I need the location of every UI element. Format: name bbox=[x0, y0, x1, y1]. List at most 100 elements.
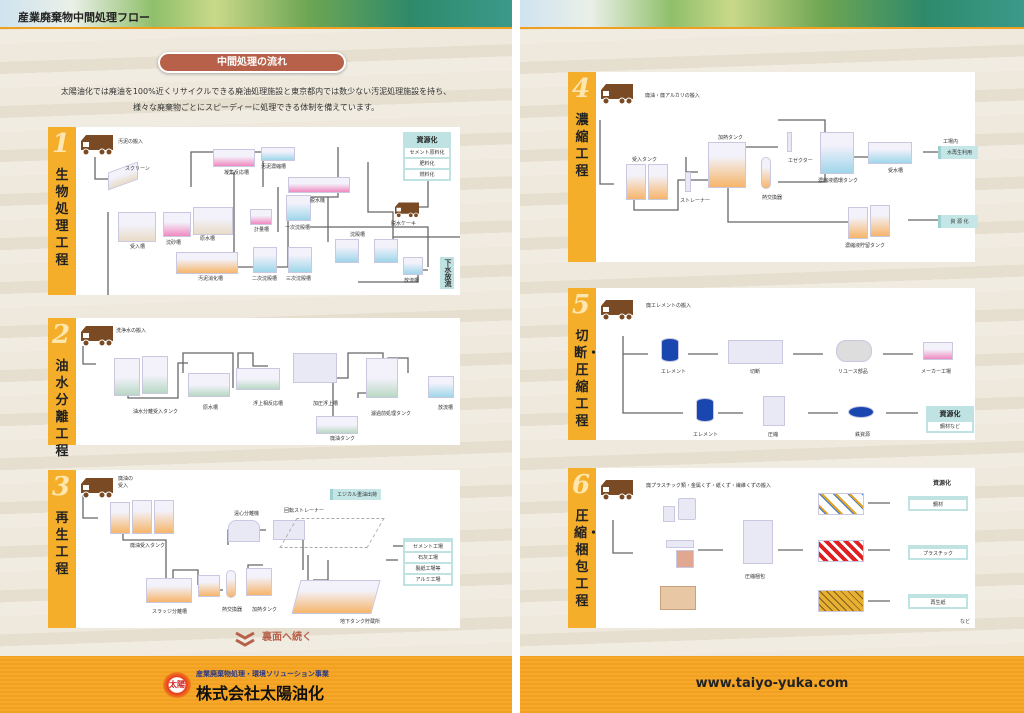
website-link[interactable]: www.taiyo-yuka.com bbox=[695, 676, 849, 691]
process-number: 1 bbox=[52, 129, 71, 159]
process-number: 4 bbox=[572, 74, 591, 104]
tertiary-tank bbox=[288, 247, 312, 273]
output-label: プラスチック bbox=[910, 549, 966, 558]
label: 受入槽 bbox=[130, 244, 146, 250]
label: 原水槽 bbox=[200, 236, 216, 242]
left-page: 産業廃棄物中間処理フロー 中間処理の流れ 太陽油化では廃油を100%近くリサイク… bbox=[0, 0, 512, 713]
resource-output: 資 源 化 bbox=[938, 215, 978, 228]
label: 熱交換器 bbox=[222, 607, 243, 613]
metering-tank bbox=[250, 209, 272, 225]
label: 計量槽 bbox=[254, 227, 270, 233]
compressed-metal-bale bbox=[818, 493, 864, 515]
discharge-tank bbox=[428, 376, 454, 398]
label: 二次沈殿槽 bbox=[252, 276, 278, 282]
label: など bbox=[960, 619, 971, 625]
label: リユース部品 bbox=[838, 369, 868, 375]
label: 汚泥の搬入 bbox=[118, 139, 144, 145]
process-title: 生物処理工程 bbox=[55, 168, 69, 268]
raw-water-tank bbox=[193, 207, 233, 235]
baler-machine bbox=[743, 520, 773, 564]
pressure-flotation-tank bbox=[293, 353, 337, 383]
process-5-panel: 5 切断・圧縮工程 廃エレメントの搬入 エレメント 切断 リユース部品 メーカー… bbox=[568, 288, 975, 440]
destination: 製紙工場等 bbox=[405, 564, 451, 573]
water-reuse-output: 水再生利用 bbox=[938, 146, 978, 159]
label: 沈砂槽 bbox=[166, 240, 182, 246]
truck-icon bbox=[80, 324, 114, 348]
footer bbox=[520, 656, 1024, 713]
sewer-discharge: 下水放流 bbox=[440, 257, 454, 289]
sludge-separation-tank bbox=[146, 578, 192, 603]
plastic-container-icon bbox=[676, 550, 694, 568]
intro-line-1: 太陽油化では廃油を100%近くリサイクルできる廃油処理施設と東京都内では数少ない… bbox=[60, 87, 452, 96]
process-number: 3 bbox=[52, 472, 71, 502]
primary-tank bbox=[286, 195, 311, 221]
strainer bbox=[685, 172, 691, 192]
label: 原水槽 bbox=[203, 405, 219, 411]
process-4-sidebar: 4 濃縮工程 bbox=[568, 72, 596, 262]
compressor bbox=[763, 396, 785, 426]
label: 廃油受入タンク bbox=[130, 543, 166, 549]
plastic-waste-icon bbox=[666, 540, 694, 548]
settling-tank bbox=[163, 212, 191, 237]
ejector bbox=[787, 132, 792, 152]
factory-icon bbox=[923, 342, 953, 360]
destination: セメント工場 bbox=[405, 542, 451, 551]
element-icon bbox=[696, 398, 714, 422]
label: 圧縮梱包 bbox=[745, 574, 766, 580]
label: 放流槽 bbox=[404, 278, 420, 284]
resource-title: 資源化 bbox=[939, 410, 961, 418]
dewatering-machine bbox=[288, 177, 350, 193]
thickening-tank bbox=[261, 147, 295, 161]
label: 廃油の受入 bbox=[118, 476, 134, 489]
flotation-reaction-tank bbox=[236, 368, 280, 390]
truck-icon bbox=[80, 476, 114, 500]
label: エレメント bbox=[661, 369, 687, 375]
label: 濾過前処理タンク bbox=[371, 411, 412, 417]
metal-can-icon bbox=[678, 498, 696, 520]
label: スラッジ分離槽 bbox=[152, 609, 188, 615]
output-steel: 鋼材 bbox=[908, 496, 968, 511]
truck-icon bbox=[80, 133, 114, 157]
label: 脱水機 bbox=[310, 198, 326, 204]
output-recycled-paper: 再生紙 bbox=[908, 594, 968, 609]
label: 油水分離受入タンク bbox=[133, 409, 179, 415]
label: 工場内 bbox=[943, 139, 959, 145]
right-page: 4 濃縮工程 廃油・廃アルカリの搬入 受入タンク 加熱タンク ストレーナー エゼ… bbox=[520, 0, 1024, 713]
shipping-badge: エジカル重油出荷 bbox=[330, 489, 382, 500]
header-banner: 産業廃棄物中間処理フロー bbox=[0, 0, 512, 29]
filter-tank bbox=[366, 358, 398, 398]
process-5-sidebar: 5 切断・圧縮工程 bbox=[568, 288, 600, 440]
footer bbox=[0, 656, 512, 713]
storage-tank-a bbox=[848, 207, 868, 239]
process-1-sidebar: 1 生物処理工程 bbox=[48, 127, 76, 295]
label: 地下タンク貯蔵所 bbox=[340, 619, 381, 625]
label: 加熱タンク bbox=[718, 135, 744, 141]
header-banner bbox=[520, 0, 1024, 29]
process-title: 油水分離工程 bbox=[55, 359, 69, 459]
secondary-tank bbox=[253, 247, 277, 273]
circulation-tank bbox=[820, 132, 854, 174]
resource-item: 肥料化 bbox=[405, 159, 449, 168]
destination: 石灰工場 bbox=[405, 553, 451, 562]
header-title: 産業廃棄物中間処理フロー bbox=[18, 11, 150, 24]
resource-box: 資源化 セメント原料化 肥料化 燃料化 bbox=[403, 132, 451, 181]
oil-tank-a bbox=[110, 502, 130, 534]
process-title: 圧縮・梱包工程 bbox=[574, 509, 601, 609]
reuse-parts-icon bbox=[836, 340, 872, 362]
label: 受水槽 bbox=[888, 168, 904, 174]
oil-tank-b bbox=[132, 500, 152, 534]
resource-item: 鋼材など bbox=[928, 422, 972, 431]
truck-icon bbox=[600, 82, 634, 106]
label: 一次沈殿槽 bbox=[285, 225, 311, 231]
process-6-panel: 6 圧縮・梱包工程 廃プラスチック類・金属くず・紙くず・繊維くずの搬入 資源化 … bbox=[568, 468, 975, 628]
iron-resource-icon bbox=[848, 406, 874, 418]
compressed-paper-bale bbox=[818, 590, 864, 612]
section-heading: 中間処理の流れ bbox=[158, 52, 346, 73]
process-6-sidebar: 6 圧縮・梱包工程 bbox=[568, 468, 601, 628]
separation-tank-a bbox=[114, 358, 140, 396]
cardboard-icon bbox=[660, 586, 696, 610]
process-number: 5 bbox=[572, 290, 591, 320]
continue-label: 裏面へ続く bbox=[262, 632, 312, 643]
resource-box: 資源化 鋼材など bbox=[926, 406, 974, 433]
truck-icon bbox=[600, 478, 634, 502]
